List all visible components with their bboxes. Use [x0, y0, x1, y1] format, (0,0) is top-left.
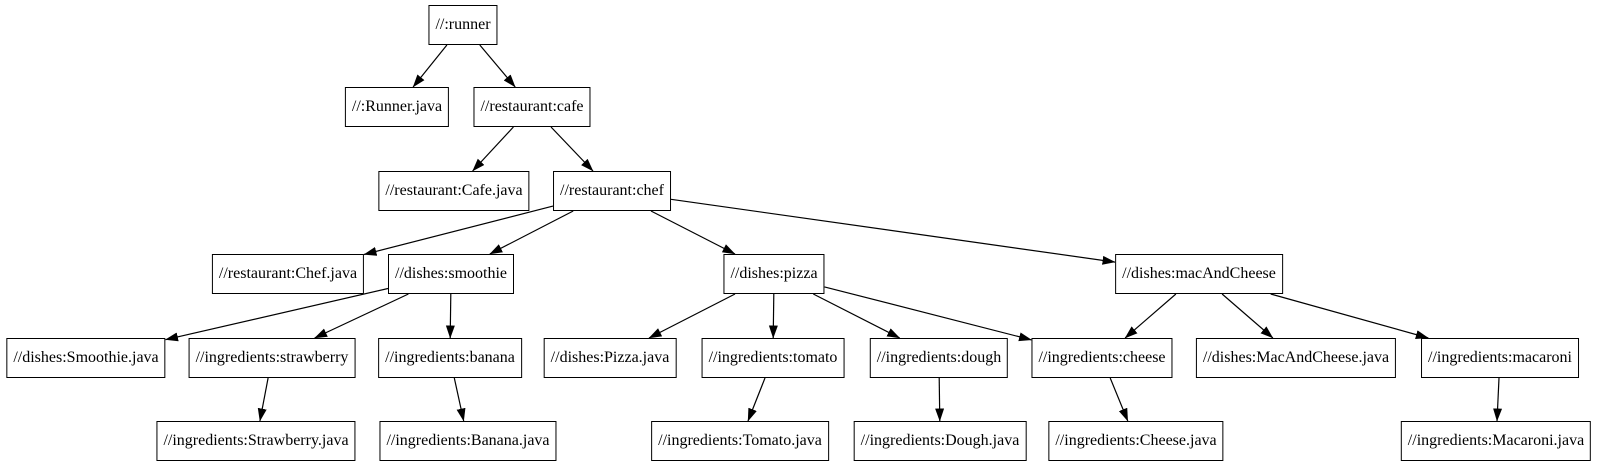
- graph-edge-cafe-to-chef: [550, 126, 594, 172]
- graph-node-mac-and-cheese-java: //dishes:MacAndCheese.java: [1195, 338, 1397, 378]
- graph-node-cheese: //ingredients:cheese: [1031, 338, 1173, 378]
- graph-node-chef: //restaurant:chef: [553, 171, 671, 211]
- graph-node-dough: //ingredients:dough: [869, 338, 1009, 378]
- graph-edge-smoothie-to-strawberry: [314, 293, 409, 339]
- graph-node-macaroni-java: //ingredients:Macaroni.java: [1400, 421, 1592, 461]
- graph-edge-runner-to-runner-java: [412, 44, 448, 88]
- graph-node-mac-and-cheese: //dishes:macAndCheese: [1115, 254, 1283, 294]
- graph-edge-banana-to-banana-java: [453, 377, 466, 422]
- graph-edge-chef-to-mac-and-cheese: [670, 198, 1116, 265]
- graph-edge-chef-to-chef-java: [363, 205, 554, 256]
- graph-node-banana-java: //ingredients:Banana.java: [379, 421, 557, 461]
- graph-edge-chef-to-pizza: [650, 210, 736, 255]
- graph-edge-pizza-to-dough: [813, 293, 901, 339]
- graph-edge-pizza-to-pizza-java: [648, 293, 736, 339]
- graph-edge-pizza-to-cheese: [824, 286, 1032, 342]
- graph-edge-tomato-to-tomato-java: [747, 377, 766, 422]
- graph-node-cafe-java: //restaurant:Cafe.java: [378, 171, 530, 211]
- graph-node-pizza: //dishes:pizza: [723, 254, 825, 294]
- graph-node-banana: //ingredients:banana: [378, 338, 522, 378]
- graph-edge-cafe-to-cafe-java: [472, 126, 514, 172]
- graph-edge-cheese-to-cheese-java: [1109, 377, 1129, 422]
- graph-edge-smoothie-to-banana: [445, 293, 455, 339]
- graph-edge-mac-and-cheese-to-mac-and-cheese-java: [1221, 293, 1274, 339]
- graph-edge-chef-to-smoothie: [489, 210, 574, 255]
- graph-node-cheese-java: //ingredients:Cheese.java: [1048, 421, 1224, 461]
- graph-node-runner-java: //:Runner.java: [344, 87, 450, 127]
- graph-edge-pizza-to-tomato: [768, 293, 778, 339]
- graph-node-dough-java: //ingredients:Dough.java: [853, 421, 1027, 461]
- graph-edge-runner-to-cafe: [479, 44, 516, 88]
- graph-node-smoothie: //dishes:smoothie: [388, 254, 514, 294]
- graph-edge-macaroni-to-macaroni-java: [1493, 377, 1503, 422]
- graph-node-tomato-java: //ingredients:Tomato.java: [651, 421, 829, 461]
- graph-edge-smoothie-to-smoothie-java: [165, 287, 389, 342]
- graph-node-tomato: //ingredients:tomato: [701, 338, 845, 378]
- graph-node-runner: //:runner: [428, 5, 498, 45]
- graph-edge-dough-to-dough-java: [935, 377, 945, 422]
- graph-edge-strawberry-to-strawberry-java: [257, 377, 269, 422]
- graph-edge-mac-and-cheese-to-cheese: [1124, 293, 1177, 339]
- graph-edge-mac-and-cheese-to-macaroni: [1270, 293, 1429, 339]
- graph-node-macaroni: //ingredients:macaroni: [1421, 338, 1579, 378]
- graph-node-strawberry-java: //ingredients:Strawberry.java: [156, 421, 356, 461]
- graph-node-smoothie-java: //dishes:Smoothie.java: [6, 338, 166, 378]
- graph-node-chef-java: //restaurant:Chef.java: [211, 254, 365, 294]
- graph-node-cafe: //restaurant:cafe: [473, 87, 591, 127]
- graph-node-pizza-java: //dishes:Pizza.java: [543, 338, 677, 378]
- graph-node-strawberry: //ingredients:strawberry: [188, 338, 356, 378]
